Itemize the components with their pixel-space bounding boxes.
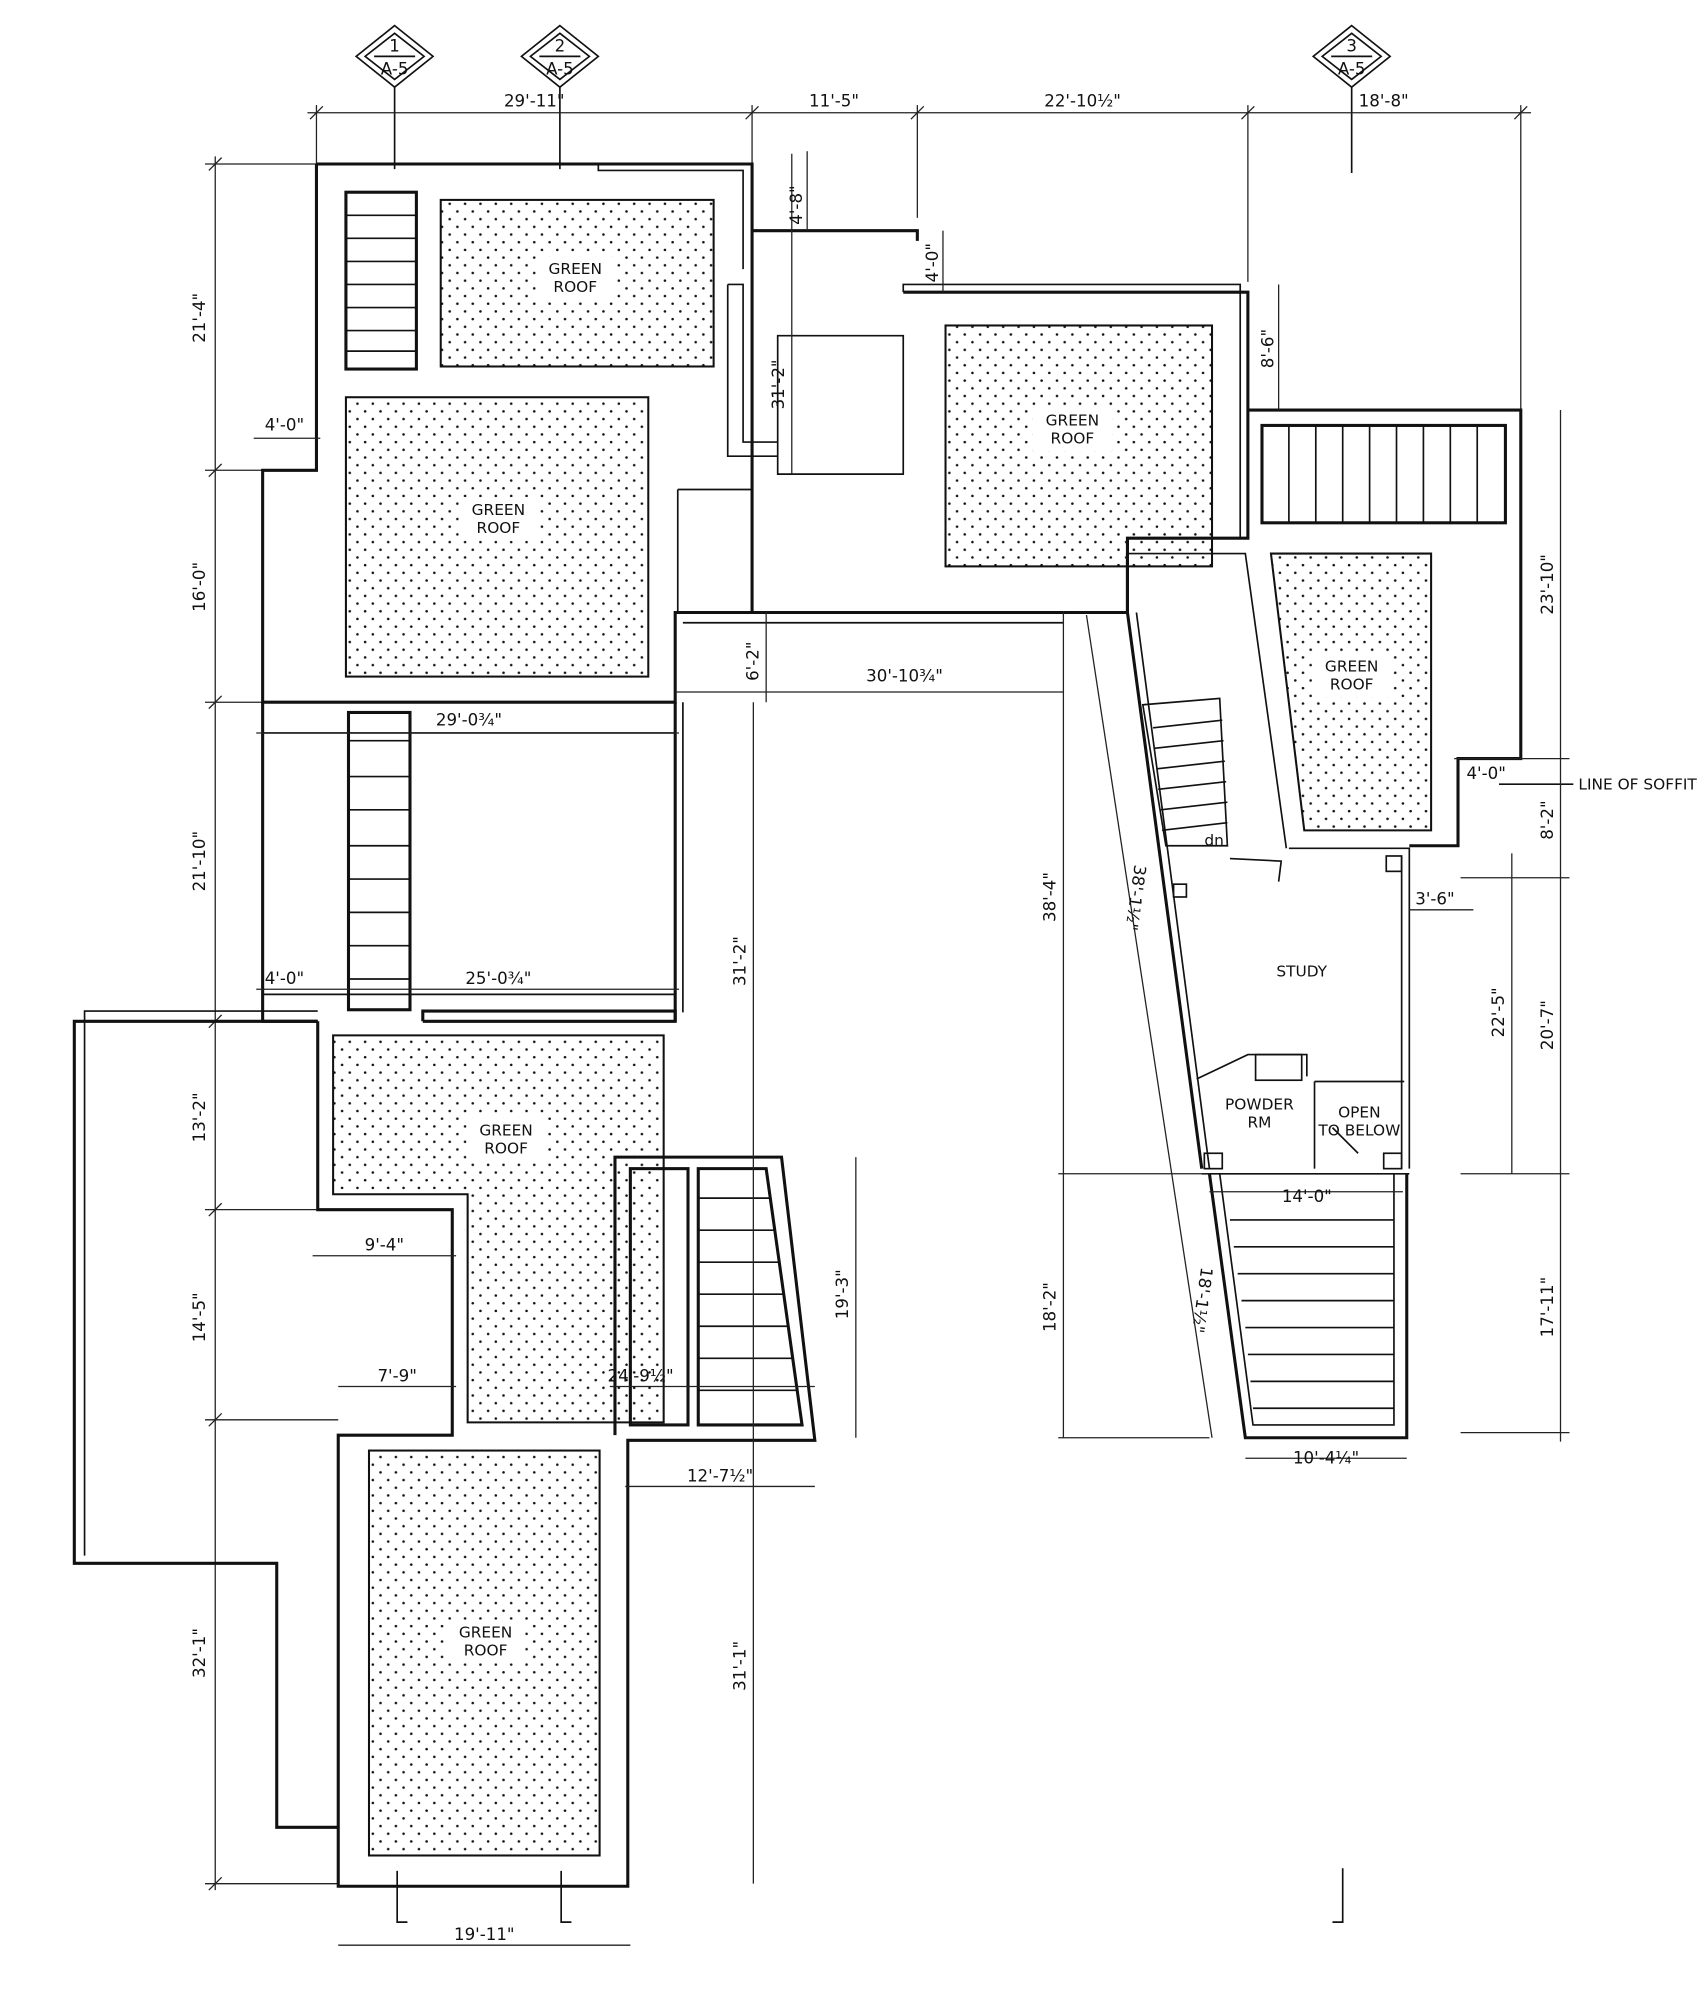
green-roof-4: GREEN ROOF: [1269, 552, 1433, 832]
dimension-label: 16'-0": [190, 562, 209, 612]
dimension-label: 20'-7": [1538, 1000, 1557, 1050]
green-roof-label: ROOF: [1051, 429, 1095, 447]
dimension-label: 32'-1": [190, 1628, 209, 1678]
top-dimension-string: [307, 105, 1532, 411]
dimension-label: 4'-0": [265, 416, 304, 435]
skylight-west-middle: [346, 710, 412, 1012]
green-roof-label: ROOF: [484, 1139, 528, 1157]
room-label-study: STUDY: [1276, 962, 1327, 980]
left-dimension-string: [204, 156, 339, 1891]
section-marker-number: 1: [389, 36, 400, 55]
green-roof-label: GREEN: [472, 501, 525, 519]
room-label-open: TO BELOW: [1317, 1121, 1400, 1139]
dimension-label: 4'-0": [265, 969, 304, 988]
green-roof-label: GREEN: [479, 1121, 532, 1139]
dimension-label: 13'-2": [190, 1092, 209, 1142]
dimension-label: 30'-10¾": [866, 667, 943, 686]
section-marker-1[interactable]: 1 A-5: [354, 24, 435, 170]
section-marker-3[interactable]: 3 A-5: [1311, 24, 1392, 173]
dimension-label: 11'-5": [809, 91, 859, 110]
green-roof-5: GREEN ROOF: [332, 1034, 665, 1424]
dimension-lines: [253, 151, 1570, 1946]
dimension-label: 4'-8": [787, 185, 806, 224]
soffit-label: LINE OF SOFFIT: [1578, 775, 1697, 793]
dimension-label: 18'-2": [1041, 1282, 1060, 1332]
dimension-label: 4'-0": [923, 243, 942, 282]
dimension-label: 31'-2": [731, 936, 750, 986]
dimension-label: 4'-0": [1466, 764, 1505, 783]
dimension-label: 18'-1½": [1188, 1266, 1216, 1334]
green-roof-label: ROOF: [1330, 675, 1374, 693]
green-roof-label: GREEN: [459, 1624, 512, 1642]
dimension-label: 19'-11": [454, 1925, 515, 1944]
dimension-label: 10'-4¼": [1293, 1448, 1359, 1467]
room-label-powder: POWDER: [1225, 1096, 1294, 1114]
dimension-label: 9'-4": [365, 1236, 404, 1255]
dimension-label: 14'-5": [190, 1292, 209, 1342]
dimension-label: 21'-10": [190, 831, 209, 892]
dimension-label: 3'-6": [1415, 890, 1454, 909]
section-marker-number: 3: [1346, 36, 1357, 55]
dimension-label: 14'-0": [1282, 1187, 1332, 1206]
dimension-label: 8'-6": [1259, 329, 1278, 368]
dimension-label: 25'-0¾": [465, 969, 531, 988]
section-cut-marks: [396, 1868, 1344, 1923]
dimension-label: 22'-5": [1489, 987, 1508, 1037]
green-roof-label: GREEN: [549, 260, 602, 278]
dimension-label: 12'-7½": [687, 1466, 753, 1485]
green-roof-6: GREEN ROOF: [367, 1449, 601, 1857]
dimension-label: 17'-11": [1538, 1277, 1557, 1338]
skylight-east: [1260, 423, 1507, 525]
dimension-label: 31'-2": [769, 359, 788, 409]
dimension-label: 6'-2": [743, 641, 762, 680]
stair-direction-label: dn: [1204, 832, 1223, 850]
green-roof-1: GREEN ROOF: [439, 198, 715, 368]
green-roof-2: GREEN ROOF: [344, 396, 650, 678]
dimension-label: 29'-0¾": [436, 710, 502, 729]
green-roof-label: ROOF: [464, 1642, 508, 1660]
dimension-label: 18'-8": [1359, 91, 1409, 110]
dimension-label: 21'-4": [190, 293, 209, 343]
green-roof-3: GREEN ROOF: [944, 324, 1214, 568]
room-label-powder: RM: [1247, 1114, 1271, 1132]
open-arrow: [1331, 1127, 1359, 1154]
green-roof-label: GREEN: [1046, 411, 1099, 429]
room-label-open: OPEN: [1338, 1103, 1381, 1121]
soffit-callout: LINE OF SOFFIT: [1499, 775, 1697, 793]
dimension-label: 29'-11": [504, 91, 565, 110]
section-marker-sheet: A-5: [546, 59, 574, 78]
section-marker-sheet: A-5: [1338, 59, 1366, 78]
dimension-label: 38'-4": [1041, 872, 1060, 922]
dimension-label: 24'-9½": [608, 1366, 674, 1385]
dimension-label: 22'-10½": [1044, 91, 1121, 110]
dimension-label: 23'-10": [1538, 554, 1557, 615]
skylight-west-upper: [344, 190, 418, 371]
dimension-label: 31'-1": [731, 1641, 750, 1691]
green-roof-label: ROOF: [477, 519, 521, 537]
dimension-label: 19'-3": [833, 1269, 852, 1319]
section-marker-2[interactable]: 2 A-5: [520, 24, 600, 170]
dimension-label: 7'-9": [377, 1366, 416, 1385]
green-roof-label: GREEN: [1325, 657, 1378, 675]
green-roof-label: ROOF: [553, 278, 597, 296]
dimension-label: 8'-2": [1538, 800, 1557, 839]
section-marker-sheet: A-5: [381, 59, 409, 78]
section-marker-number: 2: [555, 36, 566, 55]
